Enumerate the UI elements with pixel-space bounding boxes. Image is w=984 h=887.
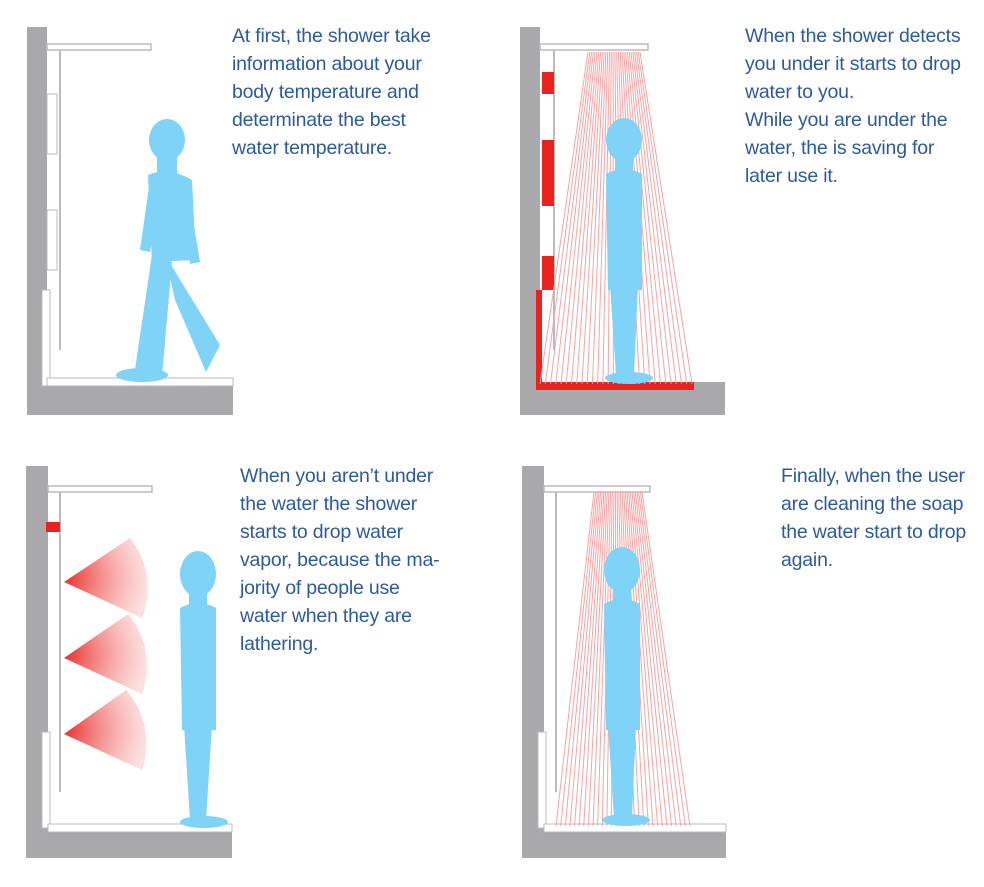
caption-panel-1: At first, the shower take information ab… [232,22,431,162]
shower-head [543,485,651,493]
water-beam [581,51,603,385]
water-beam [635,51,683,385]
caption-line: the water the shower [240,493,418,515]
water-beam [592,491,608,827]
water-beam [628,51,662,385]
shower-head [46,43,152,51]
active-sensor [46,522,60,532]
water-beam [544,51,591,385]
water-beam [632,51,672,385]
water-beam [578,491,603,827]
person-standing [180,551,228,828]
shower-tray [47,823,233,833]
active-sensors [536,72,694,390]
water-beam [573,491,602,827]
vapor-spray [64,690,147,770]
panel-detect-temperature: At first, the shower take information ab… [0,0,492,440]
caption-line: information about your [232,53,422,75]
person-standing [602,547,650,826]
person-standing [605,118,653,384]
wall [520,27,540,415]
water-beam [633,491,668,827]
caption-line: body temperature and [232,81,419,103]
panel-module [46,93,58,155]
person-walking [116,119,220,382]
caption-line: water temperature. [232,137,393,159]
caption-line: At first, the shower take [232,25,431,47]
caption-line: later use it. [745,165,838,187]
panel-user-under-water: When the shower detects you under it sta… [492,0,984,440]
caption-panel-3: When you aren’t under the water the show… [240,462,440,658]
water-beam [555,51,594,385]
water-beam [597,491,610,827]
floor [27,382,233,415]
caption-line: While you are under the [745,109,948,131]
water-beam [570,51,600,385]
caption-line: determinate the best [232,109,406,131]
water-beam [560,491,597,827]
shower-illustration-4 [522,466,727,858]
water-beam [634,491,673,827]
water-beam [586,51,605,385]
shower-illustration-1 [27,27,234,415]
vapor-sprays [64,538,148,770]
caption-line: the water start to drop [781,521,967,543]
caption-line: When you aren’t under [240,465,434,487]
water-beam [560,51,596,385]
water-beam [587,491,607,827]
water-beam [629,491,659,827]
water-beam [630,51,667,385]
water-beam [638,491,682,827]
shower-illustration-3 [26,466,233,858]
panel-water-vapor: When you aren’t under the water the show… [0,440,492,887]
caption-line: When the shower detects [745,25,961,47]
caption-line: Finally, when the user [781,465,965,487]
caption-line: starts to drop water [240,521,403,543]
caption-line: water when they are [240,605,412,627]
caption-line: lathering. [240,633,319,655]
caption-line: water, the is saving for [745,137,935,159]
water-beam [597,51,609,385]
water-beam [602,51,611,385]
water-beam [591,51,607,385]
water-beam [549,51,593,385]
caption-line: jority of people use [240,577,400,599]
water-beam [628,491,654,827]
shower-head [539,43,649,51]
water-beam [641,491,691,827]
shower-head [47,485,153,493]
water-beams [539,51,693,385]
water-beam [636,491,677,827]
water-beam [565,51,598,385]
water-beam [576,51,602,385]
caption-line: again. [781,549,833,571]
caption-panel-4: Finally, when the user are cleaning the … [781,462,966,574]
caption-line: water to you. [745,81,855,103]
water-beam [631,491,663,827]
caption-line: you under it starts to drop [745,53,961,75]
water-beam [539,51,589,385]
caption-line: vapor, because the ma- [240,549,440,571]
water-beam [637,51,688,385]
water-beam [569,491,600,827]
shower-illustration-2 [520,27,725,415]
water-beam [639,51,693,385]
water-beam [639,491,686,827]
water-beam [564,491,598,827]
vapor-spray [64,614,148,694]
water-beam [583,491,605,827]
panel-rinsing: Finally, when the user are cleaning the … [492,440,984,887]
caption-panel-2: When the shower detects you under it sta… [745,22,961,190]
vapor-spray [64,538,148,618]
water-beam [634,51,677,385]
caption-line: are cleaning the soap [781,493,964,515]
water-beam [555,491,595,827]
